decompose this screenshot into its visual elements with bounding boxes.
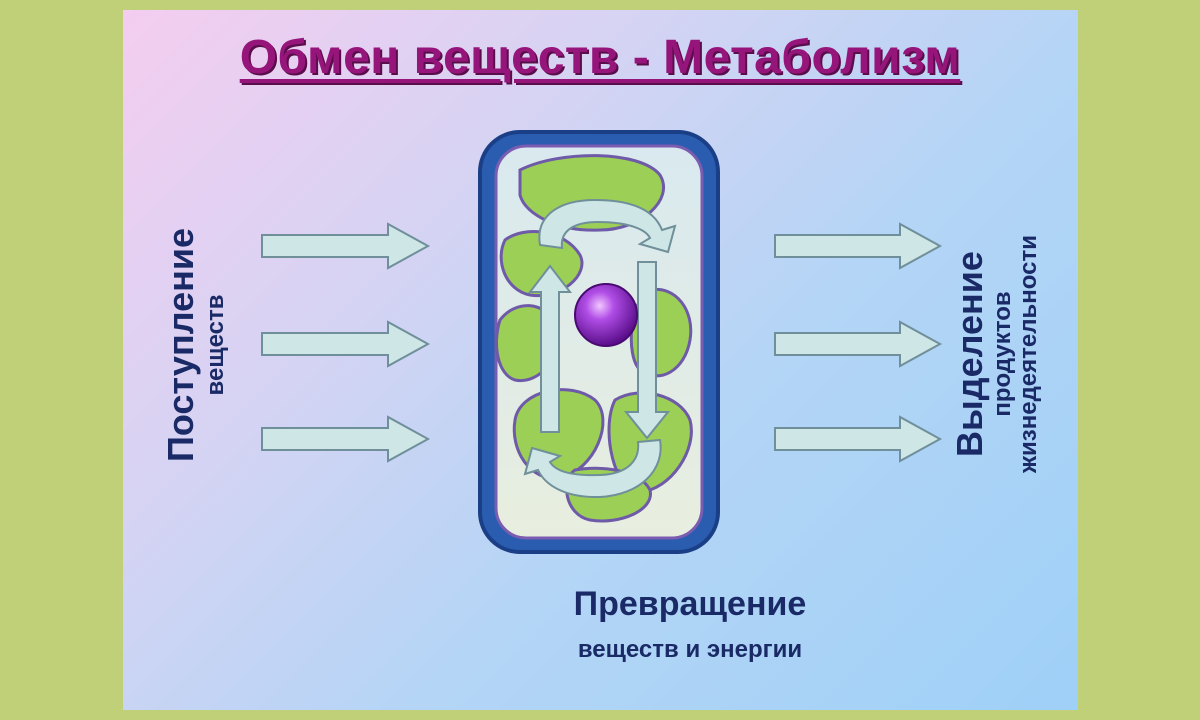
excretion-label-group: Выделение продуктов жизнедеятельности bbox=[949, 189, 1069, 519]
excretion-sub-label-2: жизнедеятельности bbox=[1014, 235, 1042, 473]
excretion-arrow-2 bbox=[774, 320, 943, 368]
excretion-sub-label-1: продуктов bbox=[988, 291, 1016, 417]
cycle-arrow-bottom bbox=[523, 438, 662, 499]
intake-arrow-1 bbox=[261, 222, 431, 270]
intake-arrow-2 bbox=[261, 320, 431, 368]
transformation-main-label: Превращение bbox=[573, 585, 807, 623]
intake-main-label: Поступление bbox=[160, 227, 201, 463]
intake-label-group: Поступление веществ bbox=[160, 180, 250, 510]
cycle-arrow-right bbox=[623, 261, 671, 440]
intake-sub-label: веществ bbox=[202, 294, 229, 396]
plant-cell bbox=[478, 130, 720, 554]
transformation-sub-label: веществ и энергии bbox=[577, 636, 803, 663]
nucleus bbox=[574, 283, 638, 347]
cycle-arrows bbox=[523, 198, 677, 499]
intake-arrow-3 bbox=[261, 415, 431, 463]
cycle-arrow-top bbox=[538, 198, 677, 254]
excretion-arrow-1 bbox=[774, 222, 943, 270]
excretion-arrows bbox=[774, 222, 943, 463]
page-title: Обмен веществ - Метаболизм bbox=[239, 31, 961, 84]
excretion-main-label: Выделение bbox=[949, 251, 990, 457]
cycle-arrow-left bbox=[527, 264, 573, 433]
intake-arrows bbox=[261, 222, 431, 463]
excretion-arrow-3 bbox=[774, 415, 943, 463]
